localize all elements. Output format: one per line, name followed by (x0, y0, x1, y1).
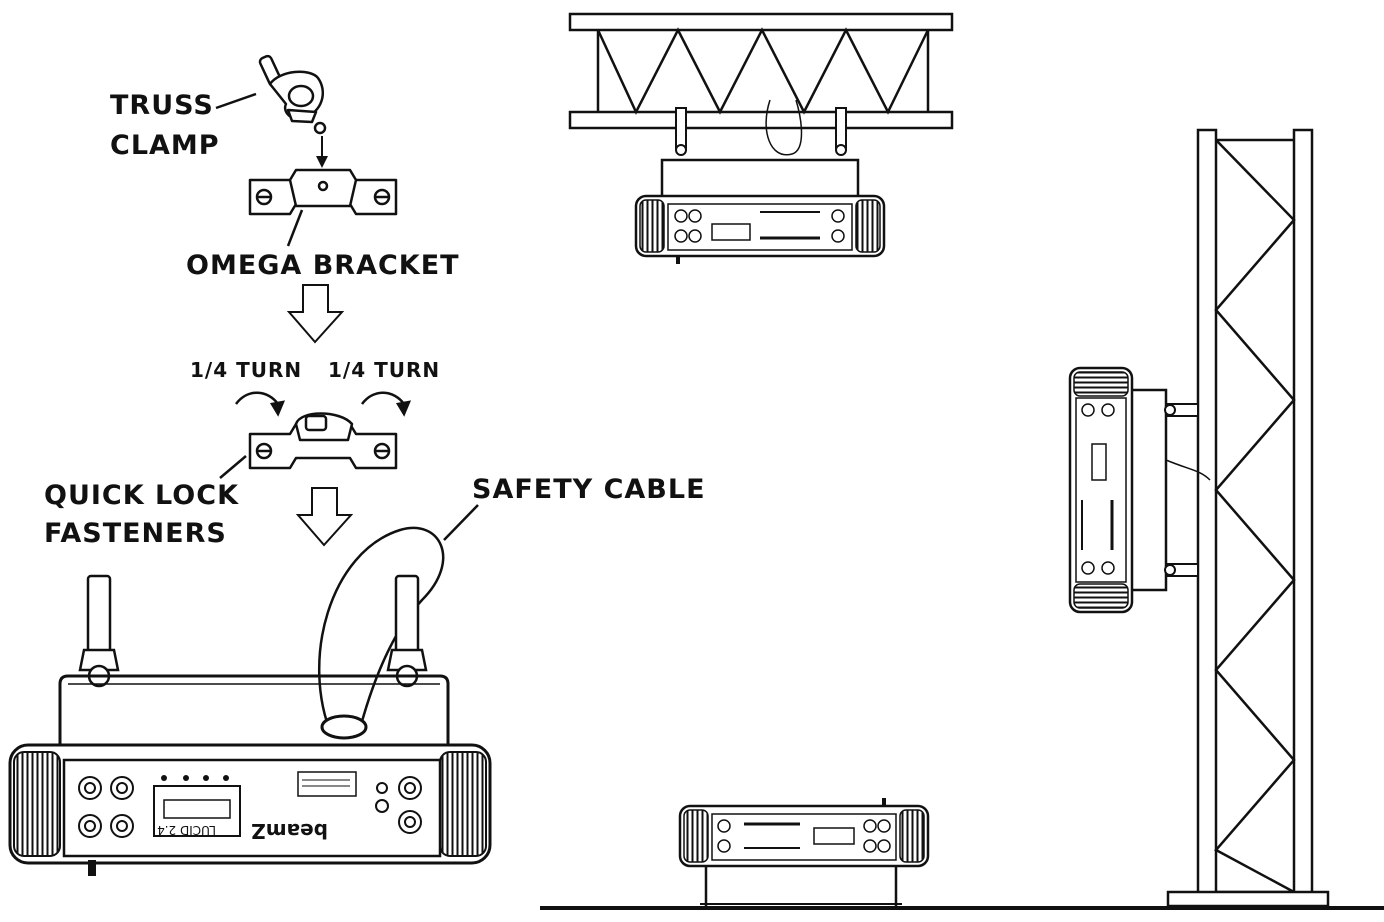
clamp-down-arrow (316, 136, 328, 168)
quick-lock-label-line2: FASTENERS (44, 518, 227, 549)
fixture-logo: beamZ (251, 819, 328, 843)
quick-lock-label-line1: QUICK LOCK (44, 480, 239, 511)
fixture-front-view: beamZ LUCID 2.4 (8, 574, 492, 876)
omega-bracket-leader (286, 209, 304, 247)
truss-clamp-label-line1: TRUSS (110, 90, 214, 121)
down-arrow-icon (286, 284, 345, 344)
safety-cable (318, 526, 445, 737)
truss-clamp-icon (258, 54, 327, 135)
omega-bracket-icon (248, 168, 398, 216)
bracket-with-clamp-icon (248, 412, 398, 470)
safety-cable-label: SAFETY CABLE (472, 474, 706, 505)
truss-clamp-label-line2: CLAMP (110, 130, 220, 161)
vertical-truss (1166, 128, 1330, 908)
side-mounted-fixture (1068, 366, 1211, 614)
omega-bracket-label: OMEGA BRACKET (186, 250, 460, 281)
turn-arrow-right-icon (361, 391, 412, 417)
horizontal-truss (568, 12, 954, 130)
floor-fixture (540, 798, 1384, 910)
down-arrow-icon (295, 487, 354, 547)
turn-arrow-left-icon (235, 391, 286, 417)
fixture-model: LUCID 2.4 (157, 823, 216, 837)
quarter-turn-right-label: 1/4 TURN (328, 358, 441, 382)
truss-clamp-leader (215, 92, 257, 110)
quarter-turn-left-label: 1/4 TURN (190, 358, 303, 382)
hung-fixture (634, 99, 886, 264)
safety-cable-leader (443, 504, 479, 541)
quick-lock-leader (219, 455, 247, 479)
